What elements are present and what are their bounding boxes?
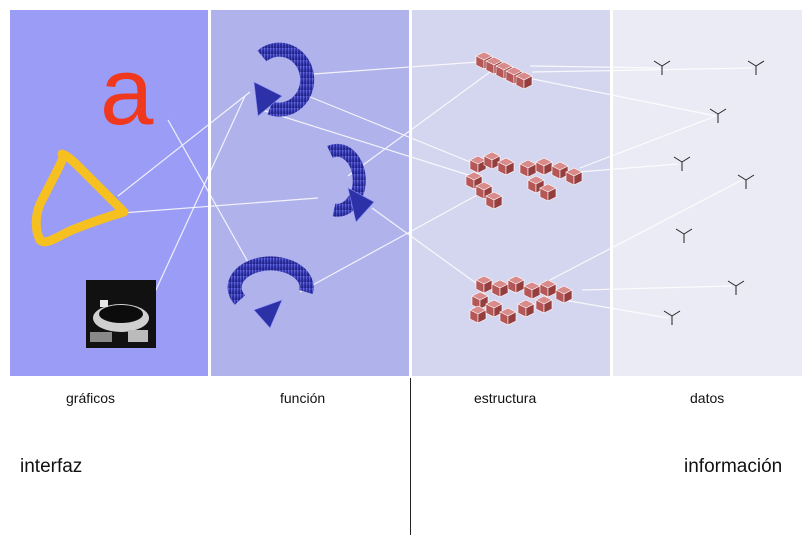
rotate-arrow-icon [227, 256, 314, 329]
letter-a-graphic: a [100, 38, 154, 145]
group-label-informacion: información [684, 456, 783, 477]
label-graficos: gráficos [66, 390, 116, 406]
group-label-interfaz: interfaz [20, 456, 83, 477]
label-funcion: función [280, 390, 326, 406]
connector-lines [117, 61, 753, 319]
rotate-arrow-icon [253, 42, 315, 117]
triangle-sketch [31, 149, 129, 247]
rotate-arrow-icon [327, 143, 375, 223]
label-datos: datos [690, 390, 725, 406]
section-divider [410, 378, 411, 535]
label-estructura: estructura [474, 390, 537, 406]
concept-diagram: a [10, 10, 802, 376]
column-datos [613, 10, 802, 376]
eye-image [86, 280, 156, 348]
